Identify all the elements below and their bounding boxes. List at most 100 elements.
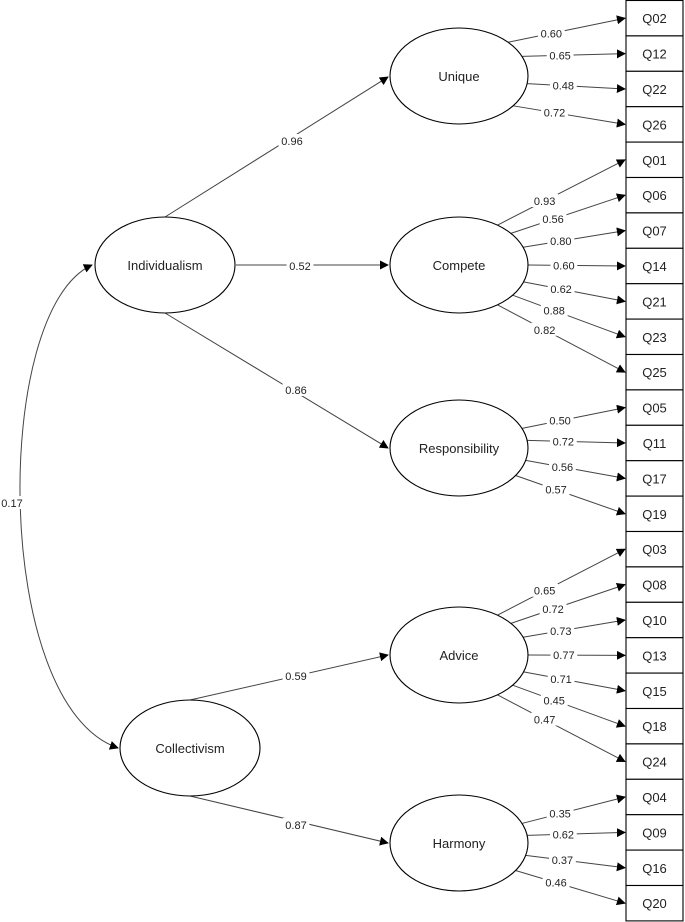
factor-collectivism [119, 699, 261, 797]
item-label-q20: Q20 [642, 896, 667, 911]
loading-weight-unique-q12-bg [546, 48, 574, 62]
loading-weight-compete-q14: 0.60 [553, 260, 574, 272]
loading-weight-responsibility-q19-bg [542, 482, 570, 496]
factor-label-harmony: Harmony [433, 836, 486, 851]
factor-label-collectivism: Collectivism [155, 741, 224, 756]
item-label-q25: Q25 [642, 365, 667, 380]
path-weight-collectivism-advice-bg [282, 669, 310, 682]
loading-weight-advice-q13: 0.77 [553, 650, 574, 662]
item-box-q24 [625, 743, 684, 780]
factor-label-unique: Unique [438, 69, 479, 84]
loading-weight-compete-q23: 0.88 [544, 306, 565, 318]
loading-weight-advice-q15: 0.71 [550, 674, 571, 686]
loading-weight-harmony-q16: 0.37 [552, 855, 573, 867]
item-box-q04 [625, 778, 684, 816]
item-label-q14: Q14 [642, 259, 667, 274]
path-weight-collectivism-harmony: 0.87 [285, 820, 306, 832]
factor-advice [389, 606, 529, 704]
item-box-q19 [625, 495, 684, 533]
loading-weight-responsibility-q05: 0.50 [549, 416, 570, 428]
item-label-q12: Q12 [642, 47, 667, 62]
item-label-q19: Q19 [642, 507, 667, 522]
loading-weight-responsibility-q11: 0.72 [553, 436, 574, 448]
item-label-q03: Q03 [642, 542, 667, 557]
item-box-q08 [625, 566, 684, 603]
item-label-q21: Q21 [642, 294, 667, 309]
item-box-q15 [625, 672, 684, 710]
item-box-q11 [625, 424, 684, 462]
loading-weight-unique-q02: 0.60 [541, 28, 562, 40]
item-label-q01: Q01 [642, 153, 667, 168]
loading-weight-compete-q06-bg [539, 212, 567, 226]
path-weight-individualism-unique-bg [278, 134, 306, 147]
item-label-q04: Q04 [642, 790, 667, 805]
factor-responsibility [389, 399, 529, 497]
loading-unique-q26 [513, 105, 626, 128]
loading-compete-q23 [512, 294, 626, 339]
item-box-q20 [625, 884, 684, 922]
item-label-q24: Q24 [642, 755, 667, 770]
loading-weight-compete-q21: 0.62 [550, 284, 571, 296]
item-box-q07 [625, 212, 684, 249]
loading-weight-advice-q10: 0.73 [550, 626, 571, 638]
loading-weight-advice-q08-bg [539, 602, 567, 616]
item-label-q05: Q05 [642, 401, 667, 416]
loading-weight-responsibility-q17: 0.56 [552, 462, 573, 474]
item-box-q22 [625, 70, 684, 108]
loading-harmony-q20 [515, 870, 626, 906]
item-label-q17: Q17 [642, 471, 667, 486]
item-label-q08: Q08 [642, 578, 667, 593]
path-individualism-unique [164, 76, 389, 218]
item-box-q26 [625, 106, 684, 143]
loading-weight-responsibility-q05-bg [546, 413, 574, 427]
loading-unique-q02 [507, 15, 626, 43]
loading-advice-q08 [510, 582, 626, 624]
factor-label-compete: Compete [433, 258, 486, 273]
correlation-weight-bg [0, 496, 26, 509]
loading-weight-unique-q26: 0.72 [544, 108, 565, 120]
loading-weight-unique-q12: 0.65 [549, 50, 570, 62]
factor-unique [389, 27, 529, 125]
item-box-q01 [625, 141, 684, 179]
loading-weight-compete-q07-bg [547, 234, 575, 248]
loading-weight-harmony-q20: 0.46 [545, 878, 566, 890]
loading-weight-harmony-q16-bg [549, 852, 576, 866]
loading-compete-q06 [510, 193, 626, 234]
item-box-q12 [625, 35, 684, 72]
correlation-weight: 0.17 [1, 498, 22, 510]
factor-individualism [94, 216, 236, 314]
loading-weight-responsibility-q19: 0.57 [545, 485, 566, 497]
loading-advice-q24 [497, 694, 626, 763]
loading-weight-compete-q01-bg [531, 193, 559, 207]
loading-responsibility-q19 [515, 475, 626, 516]
item-label-q11: Q11 [643, 436, 667, 451]
item-label-q02: Q02 [642, 11, 667, 26]
item-label-q09: Q09 [642, 825, 667, 840]
loading-weight-harmony-q09: 0.62 [553, 829, 574, 841]
item-box-q25 [625, 353, 684, 391]
item-box-q05 [625, 389, 684, 426]
factor-label-responsibility: Responsibility [419, 441, 500, 456]
item-label-q16: Q16 [642, 861, 667, 876]
factor-label-individualism: Individualism [127, 258, 202, 273]
path-weight-individualism-compete-bg [286, 259, 314, 272]
factor-label-advice: Advice [439, 648, 478, 663]
path-weight-individualism-responsibility-bg [282, 383, 310, 396]
item-box-q02 [625, 0, 684, 37]
loading-weight-advice-q24-bg [531, 712, 559, 726]
item-box-q10 [625, 601, 684, 639]
loading-weight-compete-q25-bg [531, 322, 559, 336]
loading-weight-responsibility-q11-bg [549, 434, 577, 448]
factor-compete [389, 216, 529, 314]
path-individualism-responsibility [164, 312, 389, 449]
loading-weight-harmony-q04-bg [546, 806, 574, 820]
item-box-q03 [625, 530, 684, 568]
item-label-q06: Q06 [642, 188, 667, 203]
item-label-q18: Q18 [642, 719, 667, 734]
loading-weight-compete-q21-bg [547, 282, 575, 296]
loading-advice-q18 [512, 684, 626, 728]
loading-weight-advice-q18-bg [540, 693, 568, 707]
loading-weight-unique-q22-bg [549, 78, 577, 92]
item-label-q23: Q23 [642, 330, 667, 345]
